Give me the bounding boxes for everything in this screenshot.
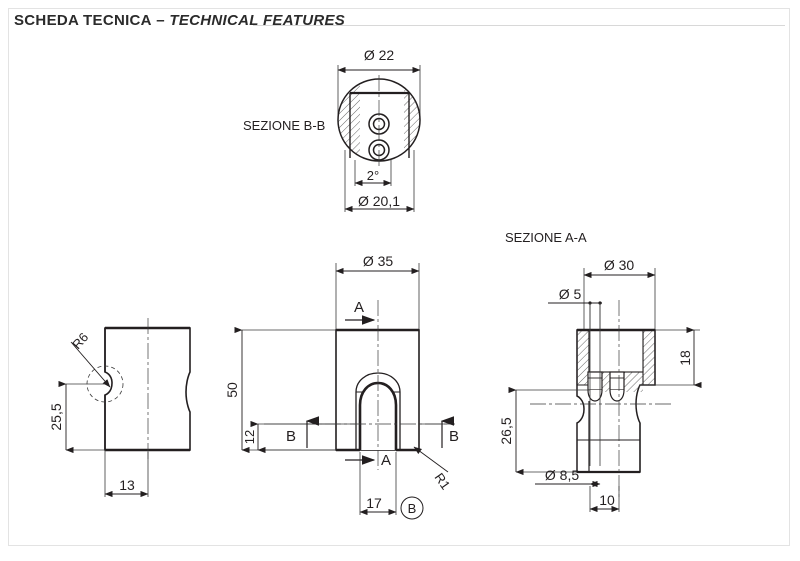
dim-front-height-text: 50 <box>224 382 240 398</box>
front-view-fillet-callout: R1 <box>413 446 454 492</box>
section-b-marker-right: B <box>419 416 459 448</box>
aa-body <box>530 300 672 500</box>
front-view: Ø 35 50 <box>224 253 459 520</box>
header-title-group: SCHEDA TECNICA – TECHNICAL FEATURES <box>14 12 345 30</box>
dim-aa-spacing-text: 10 <box>599 492 615 508</box>
dim-aa-outer-dia: Ø 30 <box>583 257 656 330</box>
header-rule <box>253 25 785 26</box>
aa-wall-left <box>576 329 590 386</box>
dim-aa-height: 26,5 <box>498 386 590 476</box>
dim-bb-outer-dia-text: Ø 22 <box>364 47 395 63</box>
dim-front-slot-width-text: 17 <box>366 495 382 511</box>
section-b-marker-left: B <box>264 416 336 448</box>
dim-aa-depth-text: 18 <box>677 350 693 366</box>
side-view-radius-leader <box>70 341 111 388</box>
page-header: SCHEDA TECNICA – TECHNICAL FEATURES <box>8 8 790 36</box>
dim-bb-inner-dia: Ø 20,1 <box>344 150 415 213</box>
dim-aa-bore-dia: Ø 5 <box>548 286 602 330</box>
aa-pin-left <box>587 371 603 402</box>
side-view-outline <box>104 327 191 451</box>
dim-front-fillet-text: R1 <box>432 470 454 492</box>
dim-side-height: 25,5 <box>48 380 105 454</box>
section-aa-label: SEZIONE A-A <box>505 230 587 245</box>
dim-bb-inner-dia-text: Ø 20,1 <box>358 193 400 209</box>
dim-front-slot-width: 17 <box>359 452 397 516</box>
dim-side-width-text: 13 <box>119 477 135 493</box>
side-view: R6 25,5 13 <box>48 318 191 498</box>
section-a-label-bottom: A <box>381 452 391 469</box>
section-b-label-right: B <box>449 428 459 445</box>
dim-aa-height-text: 26,5 <box>498 417 514 444</box>
section-a-marker-top: A <box>345 299 376 325</box>
dim-bb-angle-text: 2° <box>367 168 379 183</box>
section-a-label-top: A <box>354 299 364 316</box>
dim-bb-angle: 2° <box>354 160 392 187</box>
dim-front-outer-dia-text: Ø 35 <box>363 253 394 269</box>
section-b-label-left: B <box>286 428 296 445</box>
aa-wall-right <box>642 329 656 386</box>
dim-bb-outer-dia: Ø 22 <box>337 47 421 118</box>
section-bb-view: Ø 22 <box>243 47 421 213</box>
header-title-italian: SCHEDA TECNICA <box>14 12 152 29</box>
section-aa-view: SEZIONE A-A Ø 30 Ø 5 <box>498 230 702 513</box>
dim-aa-spacing: 10 <box>589 486 620 513</box>
detail-balloon-b-label: B <box>408 501 417 516</box>
dim-aa-outer-dia-text: Ø 30 <box>604 257 635 273</box>
section-bb-label: SEZIONE B-B <box>243 118 325 133</box>
dim-side-width: 13 <box>104 450 149 498</box>
header-separator: – <box>156 12 165 29</box>
page-frame-border <box>8 8 790 546</box>
aa-bore-cavity <box>588 329 644 373</box>
bb-body <box>337 75 421 168</box>
detail-balloon-b: B <box>400 496 424 520</box>
dim-front-slot-height-text: 12 <box>242 430 257 444</box>
dim-side-height-text: 25,5 <box>48 403 64 430</box>
dim-aa-lower-dia-text: Ø 8,5 <box>545 467 579 483</box>
section-a-marker-bottom: A <box>345 452 391 469</box>
dim-side-radius-text: R6 <box>69 330 91 352</box>
dim-aa-depth: 18 <box>640 326 702 389</box>
header-title-english: TECHNICAL FEATURES <box>169 12 346 29</box>
dim-aa-bore-dia-text: Ø 5 <box>559 286 582 302</box>
dim-front-outer-dia: Ø 35 <box>335 253 420 330</box>
dim-aa-lower-dia: Ø 8,5 <box>535 467 601 488</box>
dim-front-slot-height: 12 <box>242 420 356 454</box>
dim-front-height: 50 <box>224 326 336 454</box>
aa-pin-right <box>609 371 625 402</box>
